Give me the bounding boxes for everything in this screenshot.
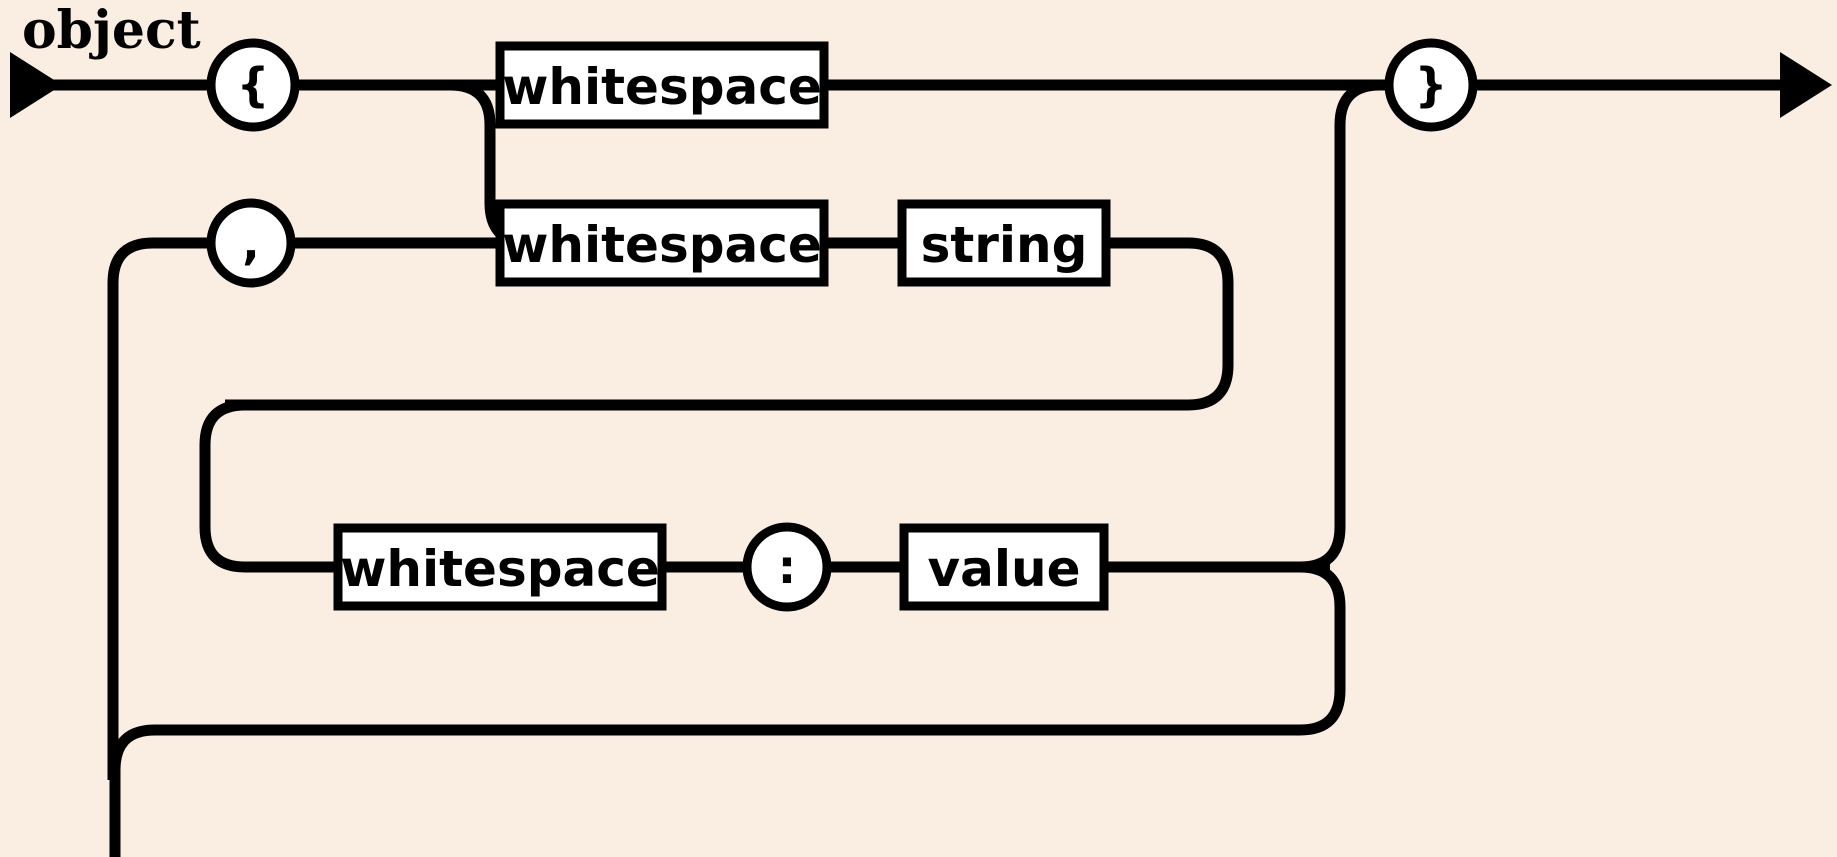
rail-inner-loop-to-whitespace-bottom [199,399,340,573]
whitespace-bottom-box [333,523,667,611]
open-brace-label: { [237,58,270,112]
whitespace-mid-label: whitespace [502,216,822,274]
node-string[interactable]: string [897,199,1111,287]
colon-circle [742,522,832,612]
rail-string-to-row3-connector [225,237,1234,411]
rail-bottom-loopback [109,561,1346,857]
whitespace-top-label: whitespace [502,58,822,116]
rail-riser-to-close-brace [1299,79,1381,573]
comma-label: , [242,216,259,270]
string-box [897,199,1111,287]
exit-arrowhead-icon [1780,52,1832,118]
close-brace-circle [1384,38,1478,132]
node-whitespace-top[interactable]: whitespace [495,41,829,129]
value-box [899,523,1109,611]
rail-outer-loop-top-left [107,237,212,330]
close-brace-label: } [1415,58,1448,112]
node-open-brace[interactable]: { [206,38,300,132]
comma-circle [206,198,296,288]
string-label: string [921,216,1088,274]
node-value[interactable]: value [899,523,1109,611]
page-title: object [22,0,201,61]
whitespace-top-box [495,41,829,129]
value-label: value [928,540,1081,598]
node-whitespace-mid[interactable]: whitespace [495,199,829,287]
whitespace-mid-box [495,199,829,287]
node-close-brace[interactable]: } [1384,38,1478,132]
node-whitespace-bottom[interactable]: whitespace [333,523,667,611]
colon-label: : [778,540,796,594]
whitespace-bottom-label: whitespace [340,540,660,598]
open-brace-circle [206,38,300,132]
node-colon[interactable]: : [742,522,832,612]
node-comma[interactable]: , [206,198,296,288]
